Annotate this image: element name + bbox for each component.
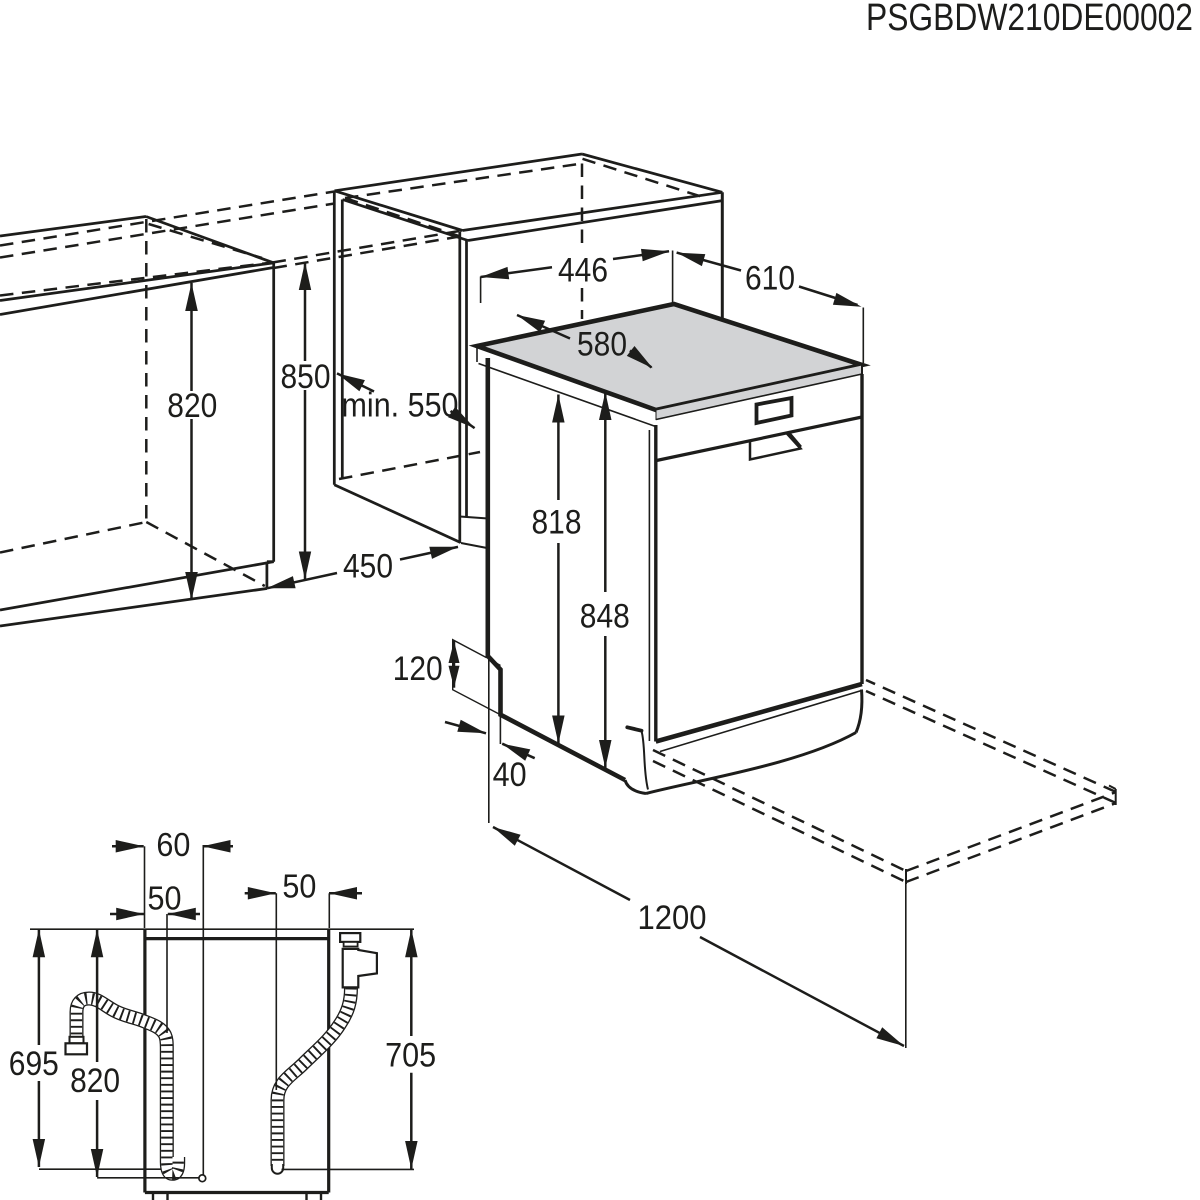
svg-text:705: 705: [385, 1037, 436, 1075]
svg-text:818: 818: [532, 504, 582, 542]
svg-text:50: 50: [148, 880, 182, 917]
svg-text:450: 450: [343, 548, 393, 586]
svg-text:40: 40: [493, 756, 527, 794]
svg-text:1200: 1200: [638, 899, 707, 937]
svg-text:820: 820: [167, 387, 217, 425]
svg-text:850: 850: [281, 358, 331, 396]
svg-text:695: 695: [9, 1045, 59, 1083]
svg-text:446: 446: [558, 252, 608, 290]
svg-text:820: 820: [70, 1062, 120, 1100]
svg-text:PSGBDW210DE00002: PSGBDW210DE00002: [866, 0, 1193, 39]
svg-text:min. 550: min. 550: [342, 387, 459, 425]
svg-text:120: 120: [393, 650, 443, 688]
svg-text:610: 610: [745, 260, 795, 298]
svg-text:60: 60: [156, 826, 190, 863]
svg-text:50: 50: [282, 868, 316, 905]
svg-text:848: 848: [580, 598, 630, 636]
svg-text:580: 580: [577, 326, 627, 364]
